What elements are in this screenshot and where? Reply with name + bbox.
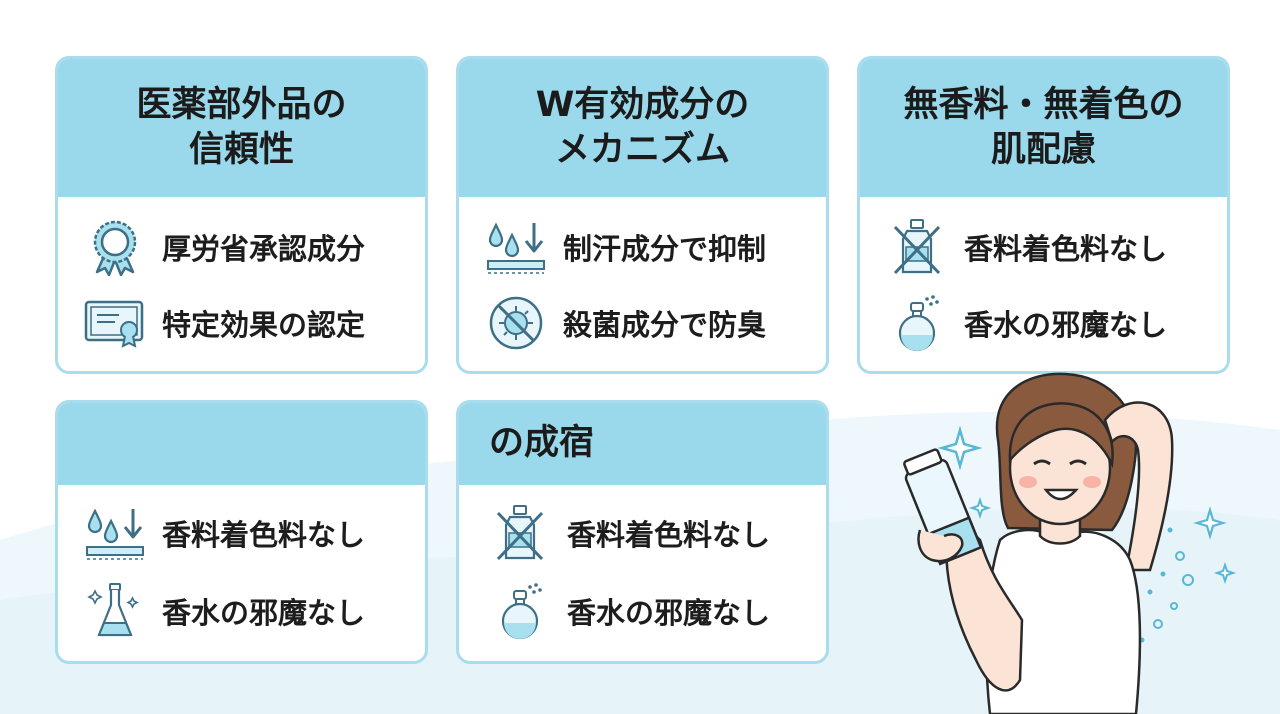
card-header: 医薬部外品の 信頼性 (58, 59, 425, 197)
certificate-icon (80, 293, 150, 353)
list-item: 厚労省承認成分 (58, 217, 425, 277)
card-bottom-middle: の成宿 香料着色料なし 香水の邪魔なし (456, 400, 829, 664)
item-label: 特定効果の認定 (162, 308, 366, 342)
list-item: 殺菌成分で防臭 (459, 293, 826, 353)
card-title-line1: W有効成分の (535, 84, 750, 125)
crossed-bottle-icon (485, 503, 555, 563)
list-item: 制汗成分で抑制 (459, 217, 826, 277)
item-label: 香水の邪魔なし (964, 308, 1168, 342)
item-label: 殺菌成分で防臭 (563, 308, 767, 342)
sweat-drops-icon (80, 503, 150, 563)
card-bottom-left: 香料着色料なし 香水の邪魔なし (55, 400, 428, 664)
card-header: 無香料・無着色の 肌配慮 (860, 59, 1227, 197)
item-label: 香水の邪魔なし (567, 596, 771, 630)
card-title-line1: の成宿 (489, 423, 595, 464)
card-header (58, 403, 425, 485)
perfume-bottle-icon (485, 581, 555, 641)
list-item: 香水の邪魔なし (58, 581, 425, 641)
card-title-line1: 医薬部外品の (136, 84, 347, 125)
item-label: 香料着色料なし (964, 232, 1168, 266)
item-label: 香水の邪魔なし (162, 596, 366, 630)
card-fragrance-free: 無香料・無着色の 肌配慮 香料着色料なし 香水の邪魔なし (857, 56, 1230, 374)
award-ribbon-icon (80, 217, 150, 277)
no-bacteria-icon (481, 293, 551, 353)
card-title-line1: 無香料・無着色の (903, 84, 1184, 125)
flask-sparkle-icon (80, 581, 150, 641)
perfume-bottle-icon (882, 293, 952, 353)
item-label: 厚労省承認成分 (162, 232, 366, 266)
card-title-line2: 信頼性 (188, 130, 294, 170)
list-item: 香料着色料なし (58, 503, 425, 563)
woman-illustration (903, 372, 1237, 714)
list-item: 香料着色料なし (860, 217, 1227, 277)
sweat-drops-icon (481, 217, 551, 277)
list-item: 香水の邪魔なし (459, 581, 826, 641)
item-label: 香料着色料なし (162, 518, 366, 552)
card-title-line2: メカニズム (554, 130, 730, 170)
list-item: 香水の邪魔なし (860, 293, 1227, 353)
card-header: の成宿 (459, 403, 826, 485)
crossed-bottle-icon (882, 217, 952, 277)
card-w-active-ingredients: W有効成分の メカニズム 制汗成分で抑制 (456, 56, 829, 374)
list-item: 特定効果の認定 (58, 293, 425, 353)
list-item: 香料着色料なし (459, 503, 826, 563)
card-title-line2: 肌配慮 (990, 130, 1096, 170)
card-header: W有効成分の メカニズム (459, 59, 826, 197)
card-quasi-drug-reliability: 医薬部外品の 信頼性 厚労省承認成分 特定効果の認定 (55, 56, 428, 374)
item-label: 制汗成分で抑制 (563, 232, 767, 266)
item-label: 香料着色料なし (567, 518, 771, 552)
